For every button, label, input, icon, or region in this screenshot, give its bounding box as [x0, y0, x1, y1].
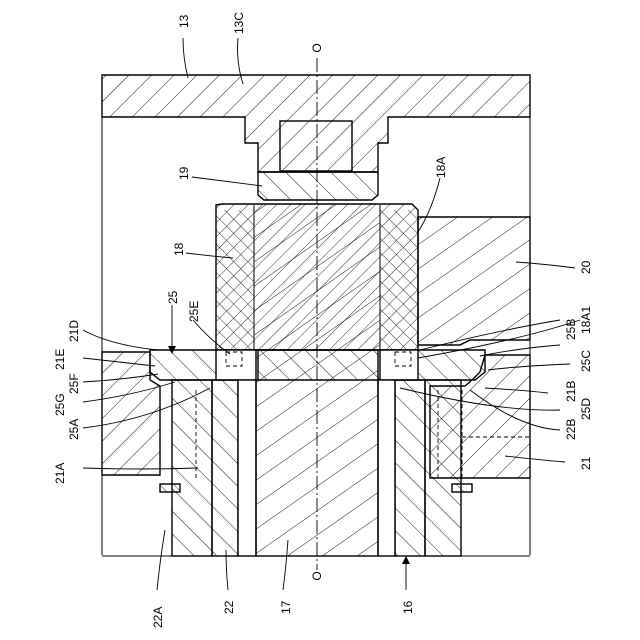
label-25: 25: [166, 290, 180, 304]
label-22a: 22A: [151, 607, 165, 628]
left-gap: [238, 380, 256, 556]
label-22b: 22B: [564, 419, 578, 440]
label-16: 16: [401, 600, 415, 614]
punch-tip-19: [258, 172, 378, 200]
label-25g: 25G: [53, 393, 67, 416]
label-22: 22: [222, 600, 236, 614]
label-25d: 25D: [579, 398, 593, 420]
label-25a: 25A: [67, 419, 81, 440]
label-21d: 21D: [67, 320, 81, 342]
guide-18-outer-left-wall: [216, 210, 254, 350]
label-21: 21: [579, 456, 593, 470]
label-25c: 25C: [579, 350, 593, 372]
label-17: 17: [279, 600, 293, 614]
right-member-20: [418, 217, 530, 345]
sleeve-22-right-outer: [425, 380, 461, 556]
label-25b: 25B: [564, 319, 578, 340]
retainer-25-left-recess: [216, 350, 258, 380]
axis-label-bottom: O: [310, 571, 324, 580]
label-13: 13: [177, 14, 191, 28]
label-13c: 13C: [232, 12, 246, 34]
label-21b: 21B: [564, 381, 578, 402]
guide-18-outer-right-wall: [380, 210, 418, 350]
retainer-25-right-recess: [380, 350, 418, 380]
label-20: 20: [579, 260, 593, 274]
label-19: 19: [177, 166, 191, 180]
label-18a: 18A: [434, 157, 448, 178]
sleeve-22-right: [395, 380, 425, 556]
axis-label-top: O: [310, 43, 324, 52]
label-25f: 25F: [67, 373, 81, 394]
label-18: 18: [172, 242, 186, 256]
label-21e: 21E: [53, 349, 67, 370]
sleeve-22-left-inner: [212, 380, 238, 556]
label-18a1: 18A1: [579, 306, 593, 334]
label-21a: 21A: [53, 463, 67, 484]
right-gap: [378, 380, 395, 556]
label-25e: 25E: [187, 301, 201, 322]
projection-13c-inner-hatch: [280, 121, 352, 171]
